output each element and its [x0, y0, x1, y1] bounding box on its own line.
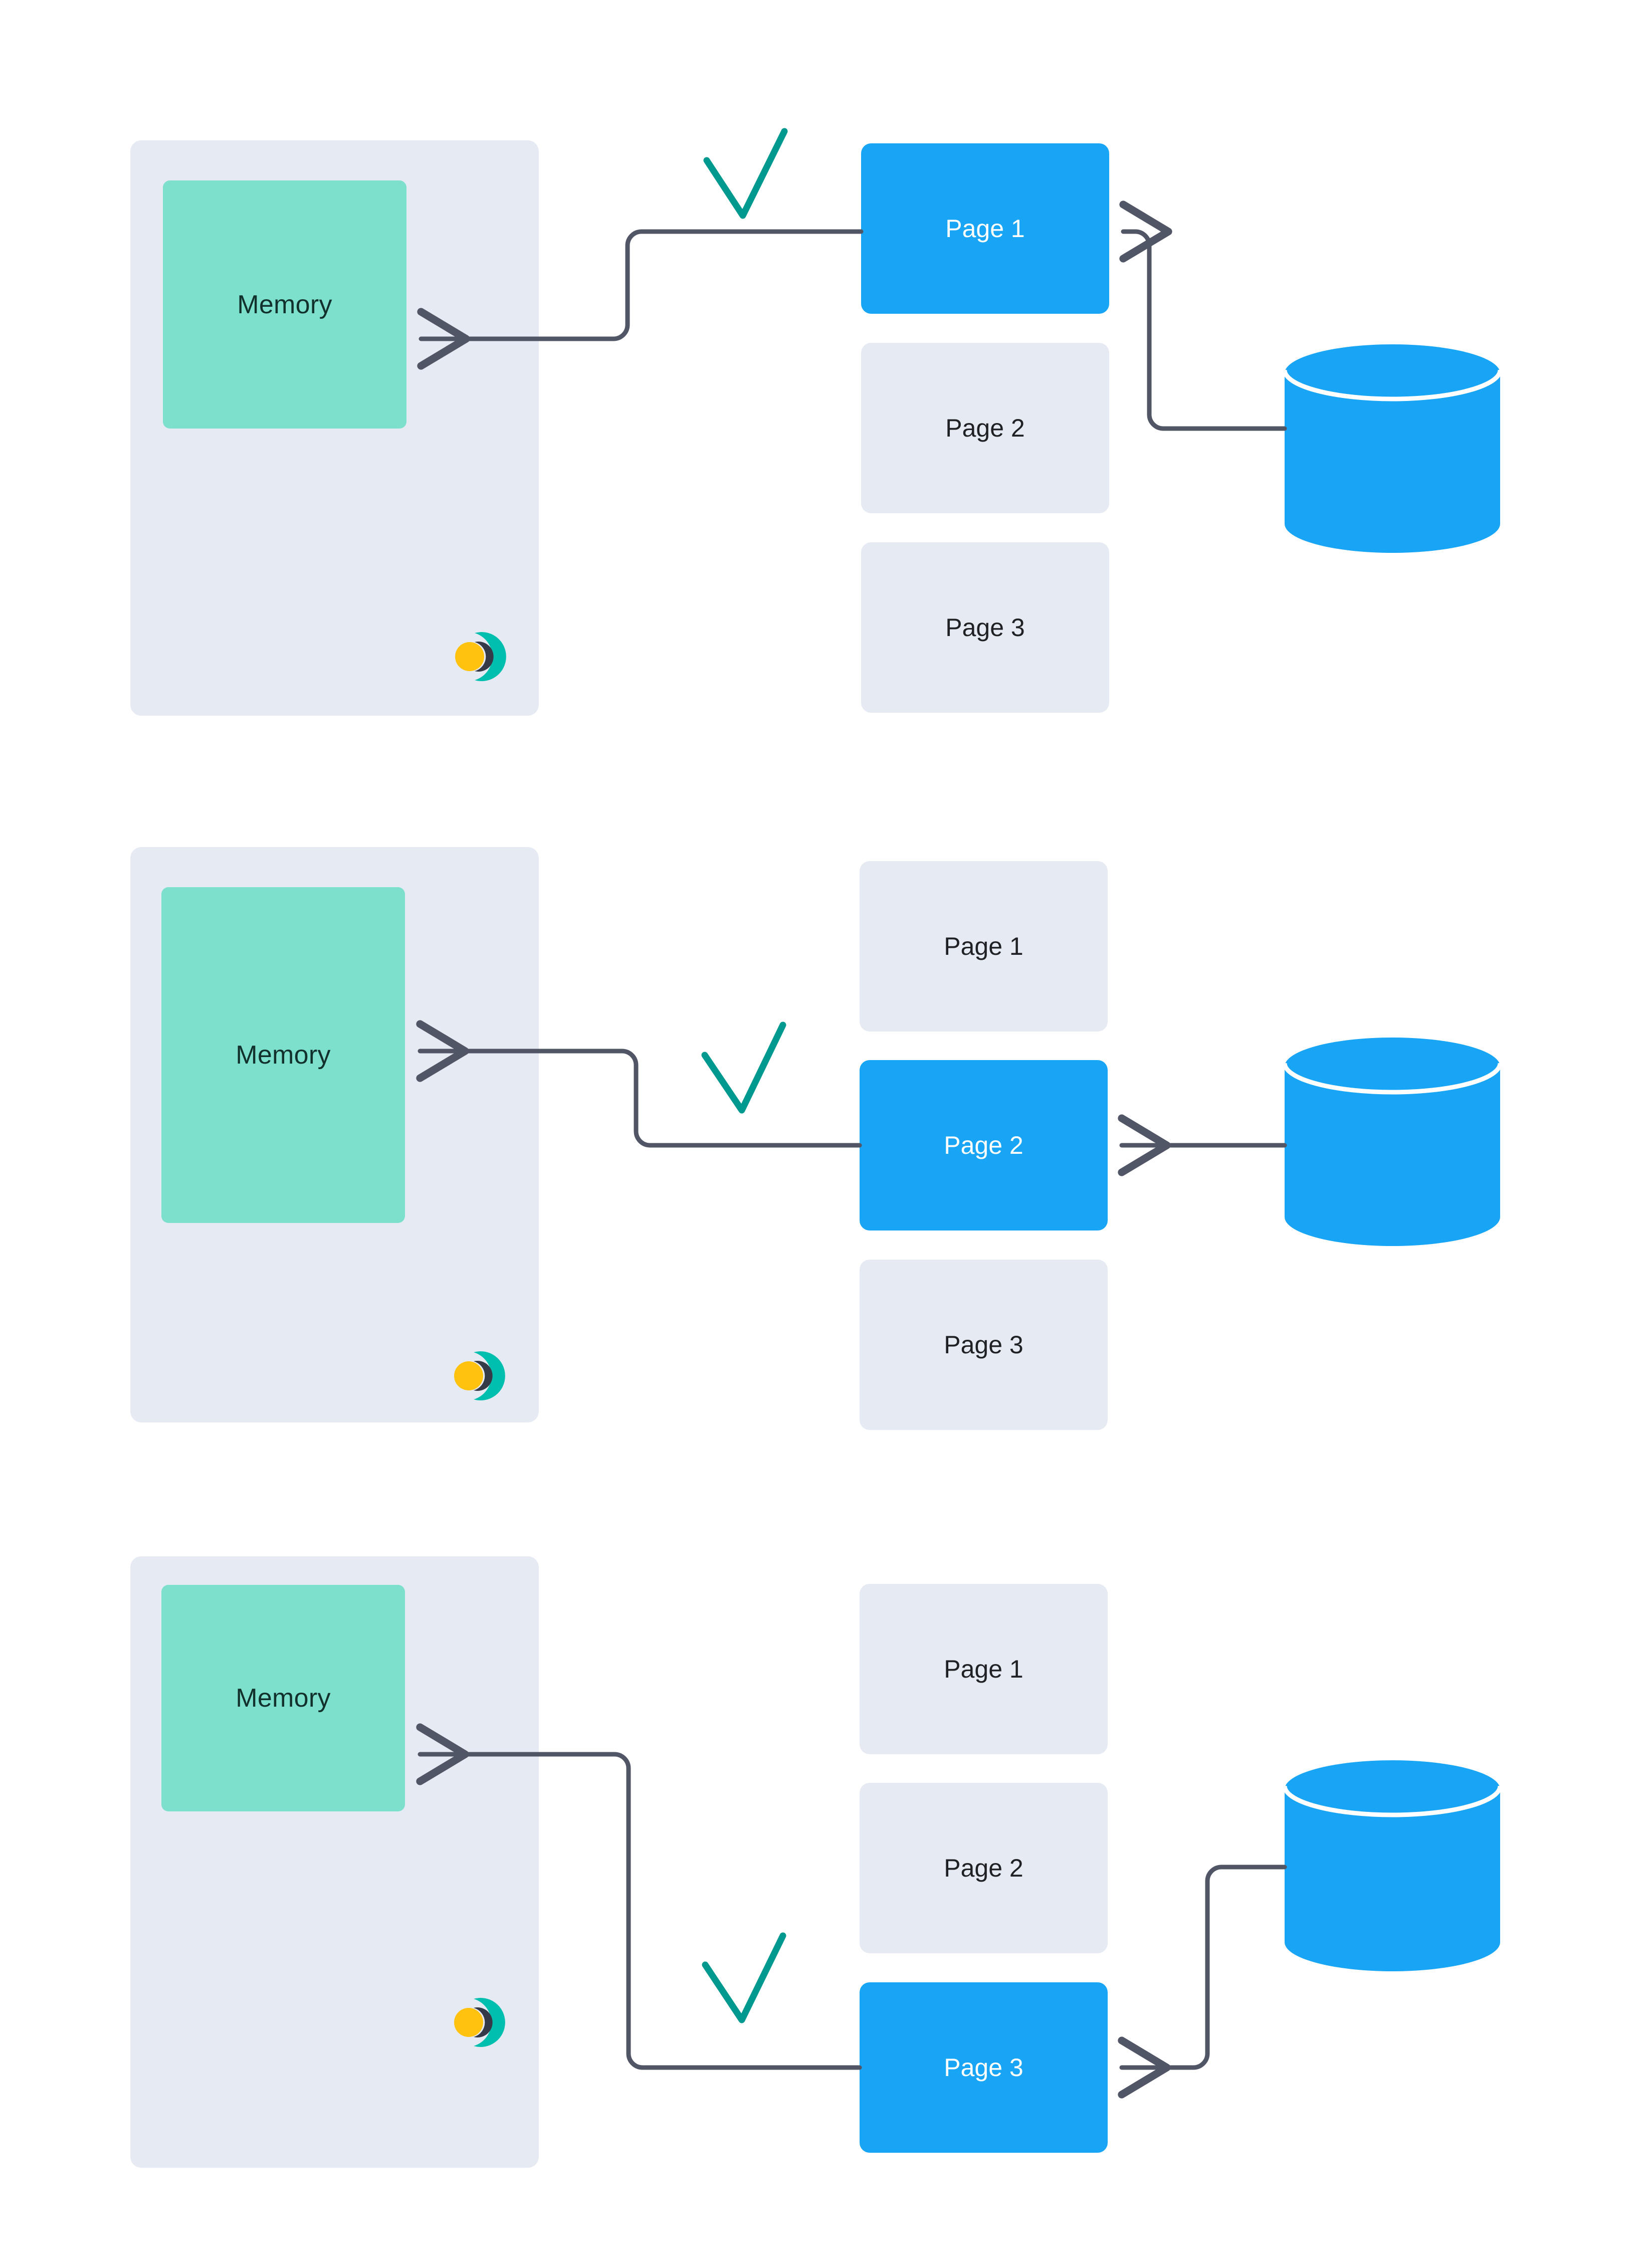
panel-3-memory-block: Memory — [161, 1585, 405, 1811]
panel-1-page-3-label: Page 3 — [945, 613, 1025, 642]
panel-1-connector-source-to-page — [1119, 200, 1287, 431]
panel-2-page-2-box[interactable]: Page 2 — [860, 1060, 1108, 1230]
panel-2-page-3-box[interactable]: Page 3 — [860, 1260, 1108, 1430]
panel-1-page-2-label: Page 2 — [945, 414, 1025, 442]
panel-2-memory-block: Memory — [161, 887, 405, 1223]
panel-3-page-1-box[interactable]: Page 1 — [860, 1584, 1108, 1754]
panel-3-data-source-label: Data Source — [1323, 1883, 1462, 1911]
panel-3-page-3-label: Page 3 — [944, 2053, 1023, 2082]
panel-2-checkmark-icon — [701, 1021, 786, 1114]
panel-3-page-3-box[interactable]: Page 3 — [860, 1982, 1108, 2153]
panel-2-data-source-label: Data Source — [1323, 1142, 1462, 1170]
panel-2-logo-icon — [450, 1348, 510, 1403]
panel-2-page-3-label: Page 3 — [944, 1331, 1023, 1359]
panel-1-page-1-box[interactable]: Page 1 — [861, 143, 1109, 314]
panel-1-checkmark-icon — [703, 128, 788, 219]
panel-3-logo-icon — [450, 1995, 510, 2050]
panel-1-data-source-label: Data Source — [1323, 447, 1462, 475]
panel-3-page-2-box[interactable]: Page 2 — [860, 1783, 1108, 1953]
panel-3-page-1-label: Page 1 — [944, 1655, 1023, 1683]
panel-1-page-2-box[interactable]: Page 2 — [861, 343, 1109, 513]
panel-2-page-2-label: Page 2 — [944, 1131, 1023, 1159]
panel-1-page-1-label: Page 1 — [945, 215, 1025, 243]
panel-3-page-2-label: Page 2 — [944, 1854, 1023, 1882]
panel-1-memory-label: Memory — [237, 290, 332, 319]
panel-1-memory-block: Memory — [163, 180, 406, 429]
panel-1-page-3-box[interactable]: Page 3 — [861, 542, 1109, 713]
panel-2-page-1-label: Page 1 — [944, 932, 1023, 960]
panel-2-memory-label: Memory — [236, 1041, 331, 1070]
panel-2-page-1-box[interactable]: Page 1 — [860, 861, 1108, 1032]
panel-3-connector-source-to-page — [1118, 1865, 1287, 2099]
panel-3-database-cylinder-icon — [1282, 1760, 1503, 1971]
panel-3-checkmark-icon — [702, 1932, 786, 2023]
panel-1-logo-icon — [451, 629, 511, 684]
panel-3-memory-label: Memory — [236, 1684, 331, 1713]
